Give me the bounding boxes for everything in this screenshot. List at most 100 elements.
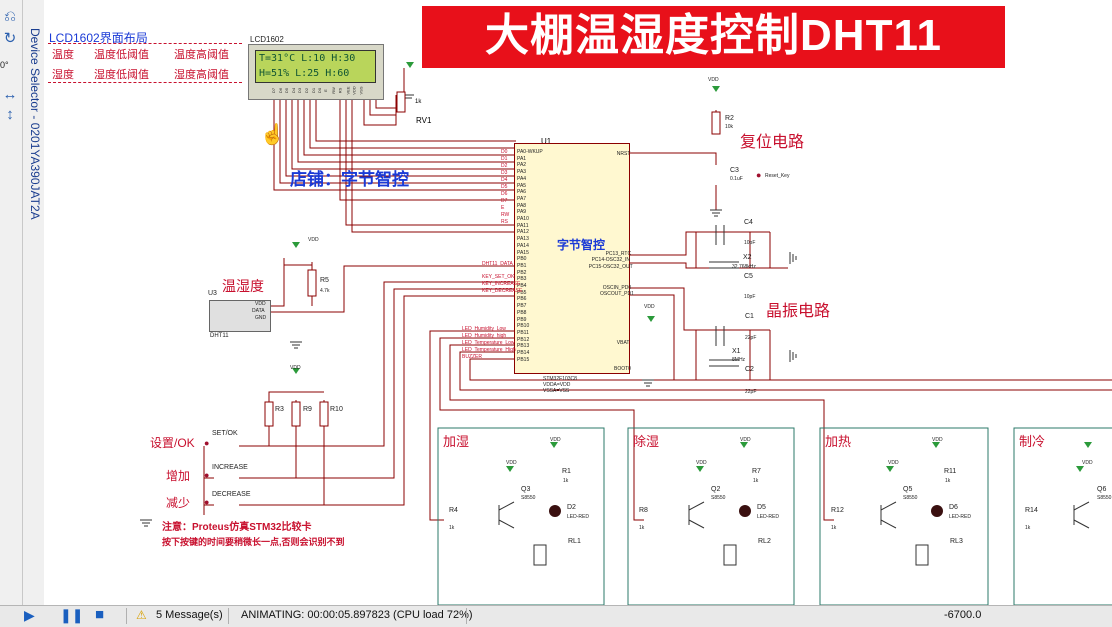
module-rin-val-0: 1k (449, 525, 455, 531)
lcd-pin-vdd: VDD (351, 86, 357, 95)
module-vdd2-0: VDD (506, 460, 517, 466)
mcu-pin-pb5: PB5 (517, 289, 527, 296)
mcu-pin-pc13_rtc: PC13_RTC (605, 251, 632, 257)
mcu-pin-pa12: PA12 (517, 229, 529, 236)
mcu-pin-pb1: PB1 (517, 262, 527, 269)
module-vdd2-2: VDD (888, 460, 899, 466)
flip-vertical-icon[interactable]: ↕ (6, 106, 14, 123)
key-dec-label: 减少 (166, 496, 191, 510)
key-set-name: SET/OK (212, 430, 238, 437)
mcu-pin-pa13: PA13 (517, 236, 529, 243)
net-d3: D3 (501, 170, 508, 176)
lcd-pin-d5: D5 (284, 87, 290, 94)
vdd-label-vbat: VDD (644, 304, 655, 310)
pause-icon[interactable]: ❚❚ (60, 607, 84, 623)
key-inc-label: 增加 (166, 469, 191, 483)
lcd-layout-heading: LCD1602界面布局 (49, 31, 148, 45)
mcu-pin-boot0: BOOT0 (614, 366, 631, 372)
c2-value: 22pF (745, 389, 757, 395)
lcd-layout-table: 温度 温度低阈值 温度高阈值 湿度 湿度低阈值 湿度高阈值 (48, 43, 242, 83)
messages-count[interactable]: 5 Message(s) (156, 609, 223, 621)
mcu-ref: U1 (541, 137, 552, 146)
lcd-part-label: LCD1602 (250, 35, 284, 44)
lcd-pin-rs: RS (337, 87, 343, 94)
net-d5: D5 (501, 184, 508, 190)
animation-status: ANIMATING: 00:00:05.897823 (CPU load 72%… (241, 609, 473, 621)
net-d0: D0 (501, 149, 508, 155)
undo-icon[interactable]: ⎌ (3, 8, 16, 25)
mcu-pin-pa9: PA9 (517, 209, 527, 216)
key-inc-name: INCREASE (212, 464, 248, 471)
module-d-2: D6 (949, 504, 958, 511)
module-label-0: 加湿 (443, 434, 470, 449)
module-q-type-1: S8550 (711, 495, 726, 501)
module-d-1: D5 (757, 504, 766, 511)
c3-value: 0.1uF (730, 176, 743, 182)
vdd-label-reset: VDD (708, 77, 719, 83)
flip-horizontal-icon[interactable]: ↔ (2, 86, 18, 103)
key-set-button[interactable]: ● (204, 438, 210, 448)
module-rin-1: R8 (639, 507, 648, 514)
mcu-pin-pb8: PB8 (517, 309, 527, 316)
c2-ref: C2 (745, 366, 754, 373)
key-increase-button[interactable]: ● (204, 470, 210, 480)
dht-ref: U3 (208, 290, 217, 297)
module-rin-val-2: 1k (831, 525, 837, 531)
net-dht11-data: DHT11_DATA (482, 261, 513, 267)
lcd-screen: T=31°C L:10 H:30 H=51% L:25 H:60 (255, 50, 376, 83)
module-rled-0: R1 (562, 468, 571, 475)
key-decrease-button[interactable]: ● (204, 497, 210, 507)
net-d2: D2 (501, 163, 508, 169)
c4-ref: C4 (744, 219, 753, 226)
shop-label: 店铺：字节智控 (290, 170, 409, 189)
module-q-3: Q6 (1097, 486, 1107, 493)
mcu-pin-pb6: PB6 (517, 296, 527, 303)
note-line-2: 按下按键的时间要稍微长一点,否则会识别不到 (162, 537, 345, 547)
net-key-decrease: KEY_DECREASE (482, 288, 523, 294)
vdd-label-keys: VDD (290, 365, 301, 371)
lcd-layout-hum: 湿度 (52, 69, 74, 81)
warning-icon: ⚠ (136, 608, 147, 622)
mcu-pin-oscin_pd0: OSCIN_PD0 (602, 285, 632, 291)
c5-ref: C5 (744, 273, 753, 280)
mcu-pin-pb10: PB10 (517, 323, 530, 330)
mcu-pin-pa14: PA14 (517, 242, 529, 249)
module-label-1: 除湿 (633, 434, 660, 449)
net-d4: D4 (501, 177, 508, 183)
lcd-pin-vee: VEE (345, 86, 351, 95)
r2-ref: R2 (725, 115, 734, 122)
reset-key[interactable]: ● (756, 170, 762, 180)
dht11-sensor[interactable] (209, 300, 271, 332)
lcd-layout-temp-low: 温度低阈值 (94, 49, 149, 61)
play-icon[interactable]: ▶ (24, 607, 35, 623)
rotation-value: 0° (0, 60, 9, 70)
mcu-pin-pa5: PA5 (517, 182, 527, 189)
mcu-pin-pb13: PB13 (517, 343, 530, 350)
mcu-pin-pb15: PB15 (517, 356, 530, 363)
mcu-inner-label: 字节智控 (557, 238, 606, 252)
module-vdd2-1: VDD (696, 460, 707, 466)
dht-part: DHT11 (210, 333, 229, 339)
schematic-canvas[interactable]: 大棚温湿度控制DHT11 LCD1602界面布局 温度 温度低阈值 温度高阈值 … (44, 0, 1112, 605)
dht-pin-data: DATA (252, 308, 265, 314)
net-rs: RS (501, 219, 508, 225)
mcu-pin-pb4: PB4 (517, 283, 527, 289)
mcu-stm32[interactable] (514, 143, 630, 374)
device-selector-tab[interactable]: Device Selector - 0201YA390JAT2A (28, 28, 42, 220)
stop-icon[interactable]: ■ (95, 606, 105, 623)
module-rin-0: R4 (449, 507, 458, 514)
lcd-layout-temp: 温度 (52, 49, 74, 61)
mcu-pin-pb11: PB11 (517, 329, 529, 336)
module-rled-val-2: 1k (945, 478, 951, 484)
c4-value: 10pF (744, 240, 756, 246)
module-led-type-1: LED-RED (757, 514, 779, 520)
module-rled-2: R11 (944, 468, 957, 475)
redo-icon[interactable]: ↻ (3, 30, 17, 47)
module-vdd2-3: VDD (1082, 460, 1093, 466)
module-q-1: Q2 (711, 486, 721, 493)
net-led-humidity-high: LED_Humidity_high (462, 333, 507, 339)
mcu-pin-pc14-osc32_in: PC14-OSC32_IN (591, 257, 630, 263)
mcu-pin-pb0: PB0 (517, 256, 527, 263)
r3-ref: R3 (275, 406, 284, 413)
lcd-pin-d1: D1 (310, 87, 316, 94)
